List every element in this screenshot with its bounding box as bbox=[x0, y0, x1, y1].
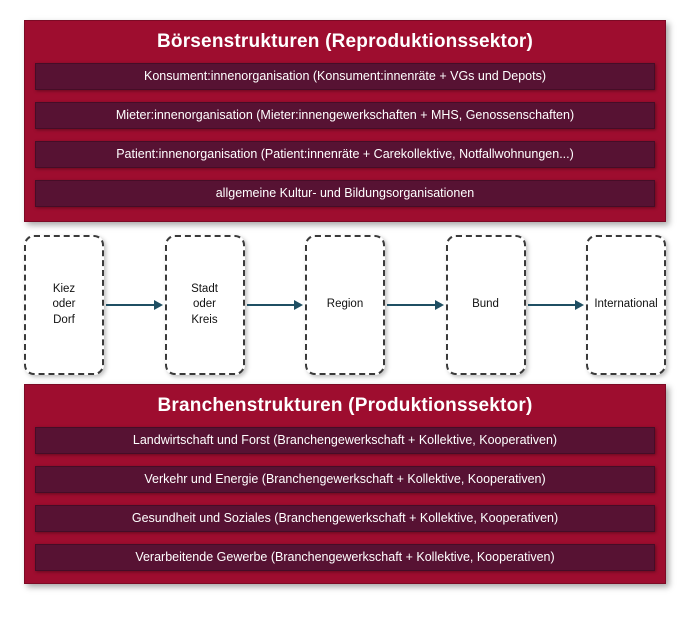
branchenstrukturen-section: Branchenstrukturen (Produktionssektor) L… bbox=[24, 384, 666, 584]
arrow-region-to-bund bbox=[387, 298, 444, 312]
landwirtschaft-forst-row: Landwirtschaft und Forst (Branchengewerk… bbox=[35, 427, 655, 454]
verkehr-energie-row: Verkehr und Energie (Branchengewerkschaf… bbox=[35, 466, 655, 493]
arrow-head-icon bbox=[294, 300, 303, 310]
konsument-organisation-row: Konsument:innenorganisation (Konsument:i… bbox=[35, 63, 655, 90]
arrow-bund-to-international bbox=[527, 298, 584, 312]
patient-organisation-row: Patient:innenorganisation (Patient:innen… bbox=[35, 141, 655, 168]
branchenstrukturen-title: Branchenstrukturen (Produktionssektor) bbox=[157, 395, 533, 416]
arrow-stadt-to-region bbox=[246, 298, 303, 312]
arrow-head-icon bbox=[153, 300, 163, 310]
arrow-kiez-to-stadt bbox=[106, 298, 163, 312]
arrow-line bbox=[106, 304, 154, 306]
boersenstrukturen-section: Börsenstrukturen (Reproduktionssektor) K… bbox=[24, 20, 666, 222]
territorial-flow: Kiez oder Dorf Stadt oder Kreis Region B… bbox=[24, 235, 666, 375]
arrow-line bbox=[246, 304, 294, 306]
kultur-bildung-row: allgemeine Kultur- und Bildungsorganisat… bbox=[35, 180, 655, 207]
node-stadt-oder-kreis: Stadt oder Kreis bbox=[164, 235, 245, 375]
arrow-head-icon bbox=[434, 300, 444, 310]
boersenstrukturen-title: Börsenstrukturen (Reproduktionssektor) bbox=[156, 31, 534, 52]
gesundheit-soziales-row: Gesundheit und Soziales (Branchengewerks… bbox=[35, 505, 655, 532]
node-region: Region bbox=[305, 235, 385, 375]
arrow-head-icon bbox=[575, 300, 584, 310]
arrow-line bbox=[527, 304, 575, 306]
node-kiez-oder-dorf: Kiez oder Dorf bbox=[24, 235, 104, 375]
arrow-line bbox=[387, 304, 435, 306]
node-bund: Bund bbox=[445, 235, 526, 375]
mieter-organisation-row: Mieter:innenorganisation (Mieter:innenge… bbox=[35, 102, 655, 129]
verarbeitende-gewerbe-row: Verarbeitende Gewerbe (Branchengewerksch… bbox=[35, 544, 655, 571]
node-international: International bbox=[586, 235, 666, 375]
